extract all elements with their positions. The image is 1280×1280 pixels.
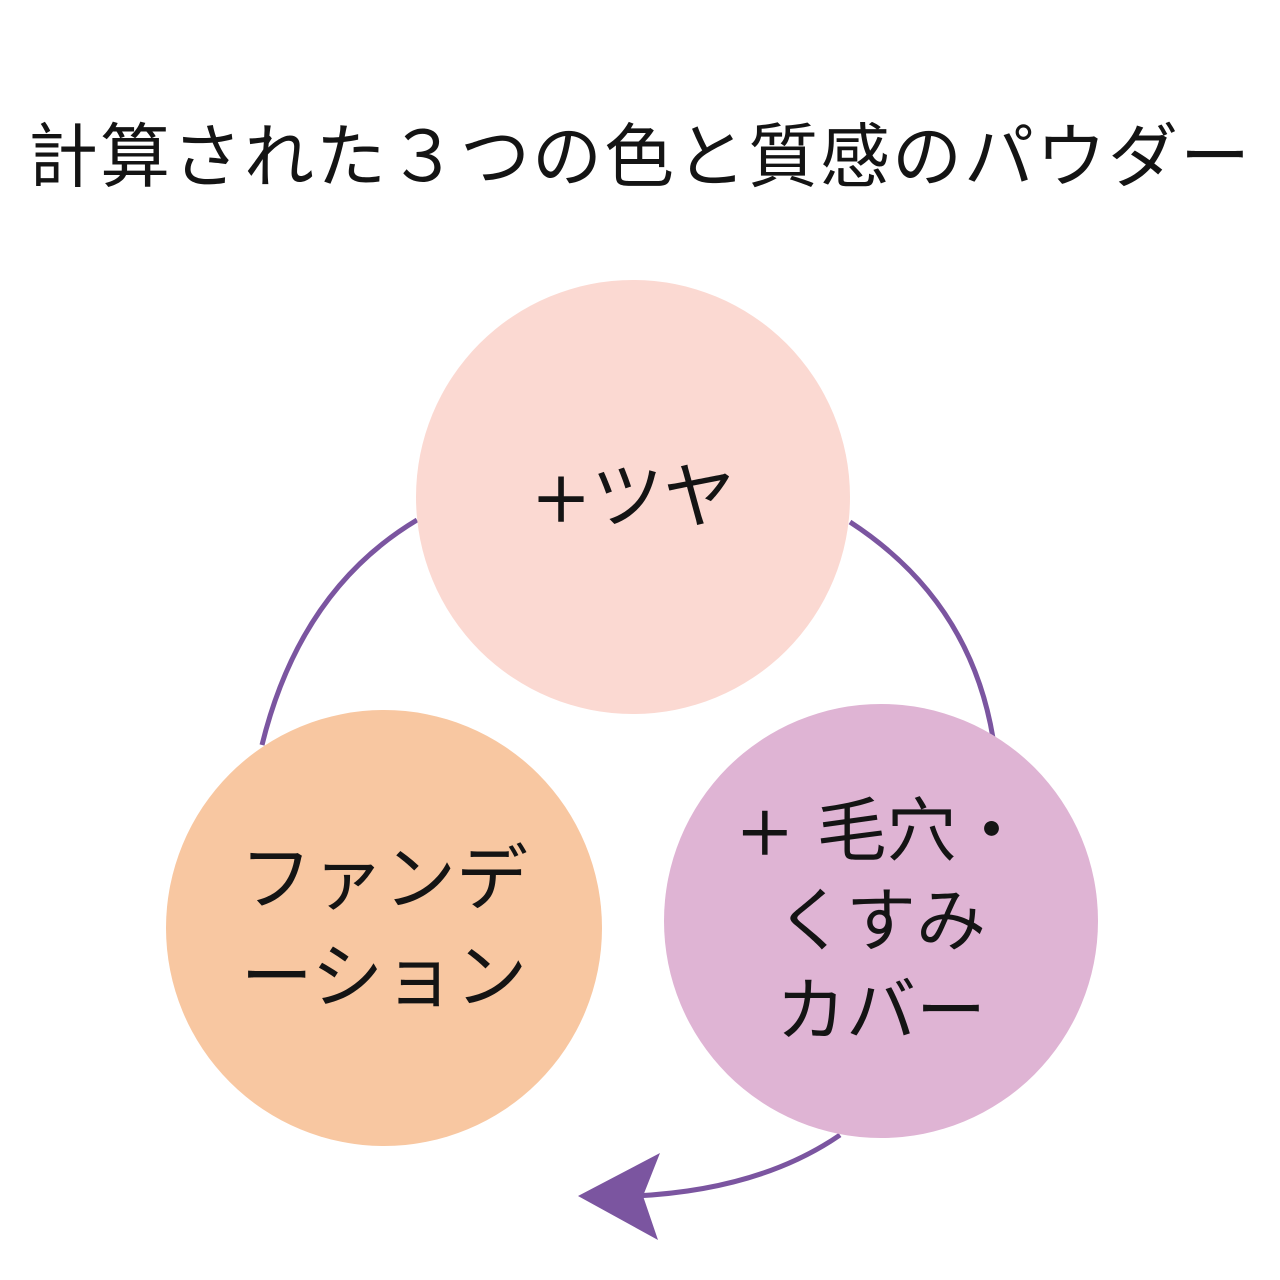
node-label-line: ファンデ (239, 837, 528, 921)
node-label-line: カバー (776, 970, 986, 1052)
arrowhead-icon (578, 1153, 660, 1240)
connector-arc-right (848, 519, 996, 739)
page-title: 計算された３つの色と質感のパウダー (28, 116, 1252, 198)
node-circle-top: +ツヤ (416, 280, 850, 714)
connector-arc-bottom (634, 1132, 842, 1199)
connector-arc-left (259, 517, 419, 746)
node-circle-left: ファンデ ーション (166, 710, 602, 1146)
node-label-line: ーション (240, 935, 528, 1019)
node-label-left: ファンデ ーション (240, 830, 528, 1026)
node-circle-right: + 毛穴・ くすみ カバー (664, 704, 1098, 1138)
node-label-line: くすみ (776, 880, 986, 962)
node-label-line: + 毛穴・ (735, 790, 1027, 872)
node-label-top: +ツヤ (531, 454, 735, 540)
node-label-right: + 毛穴・ くすみ カバー (736, 786, 1027, 1056)
node-label-line: +ツヤ (530, 455, 736, 539)
